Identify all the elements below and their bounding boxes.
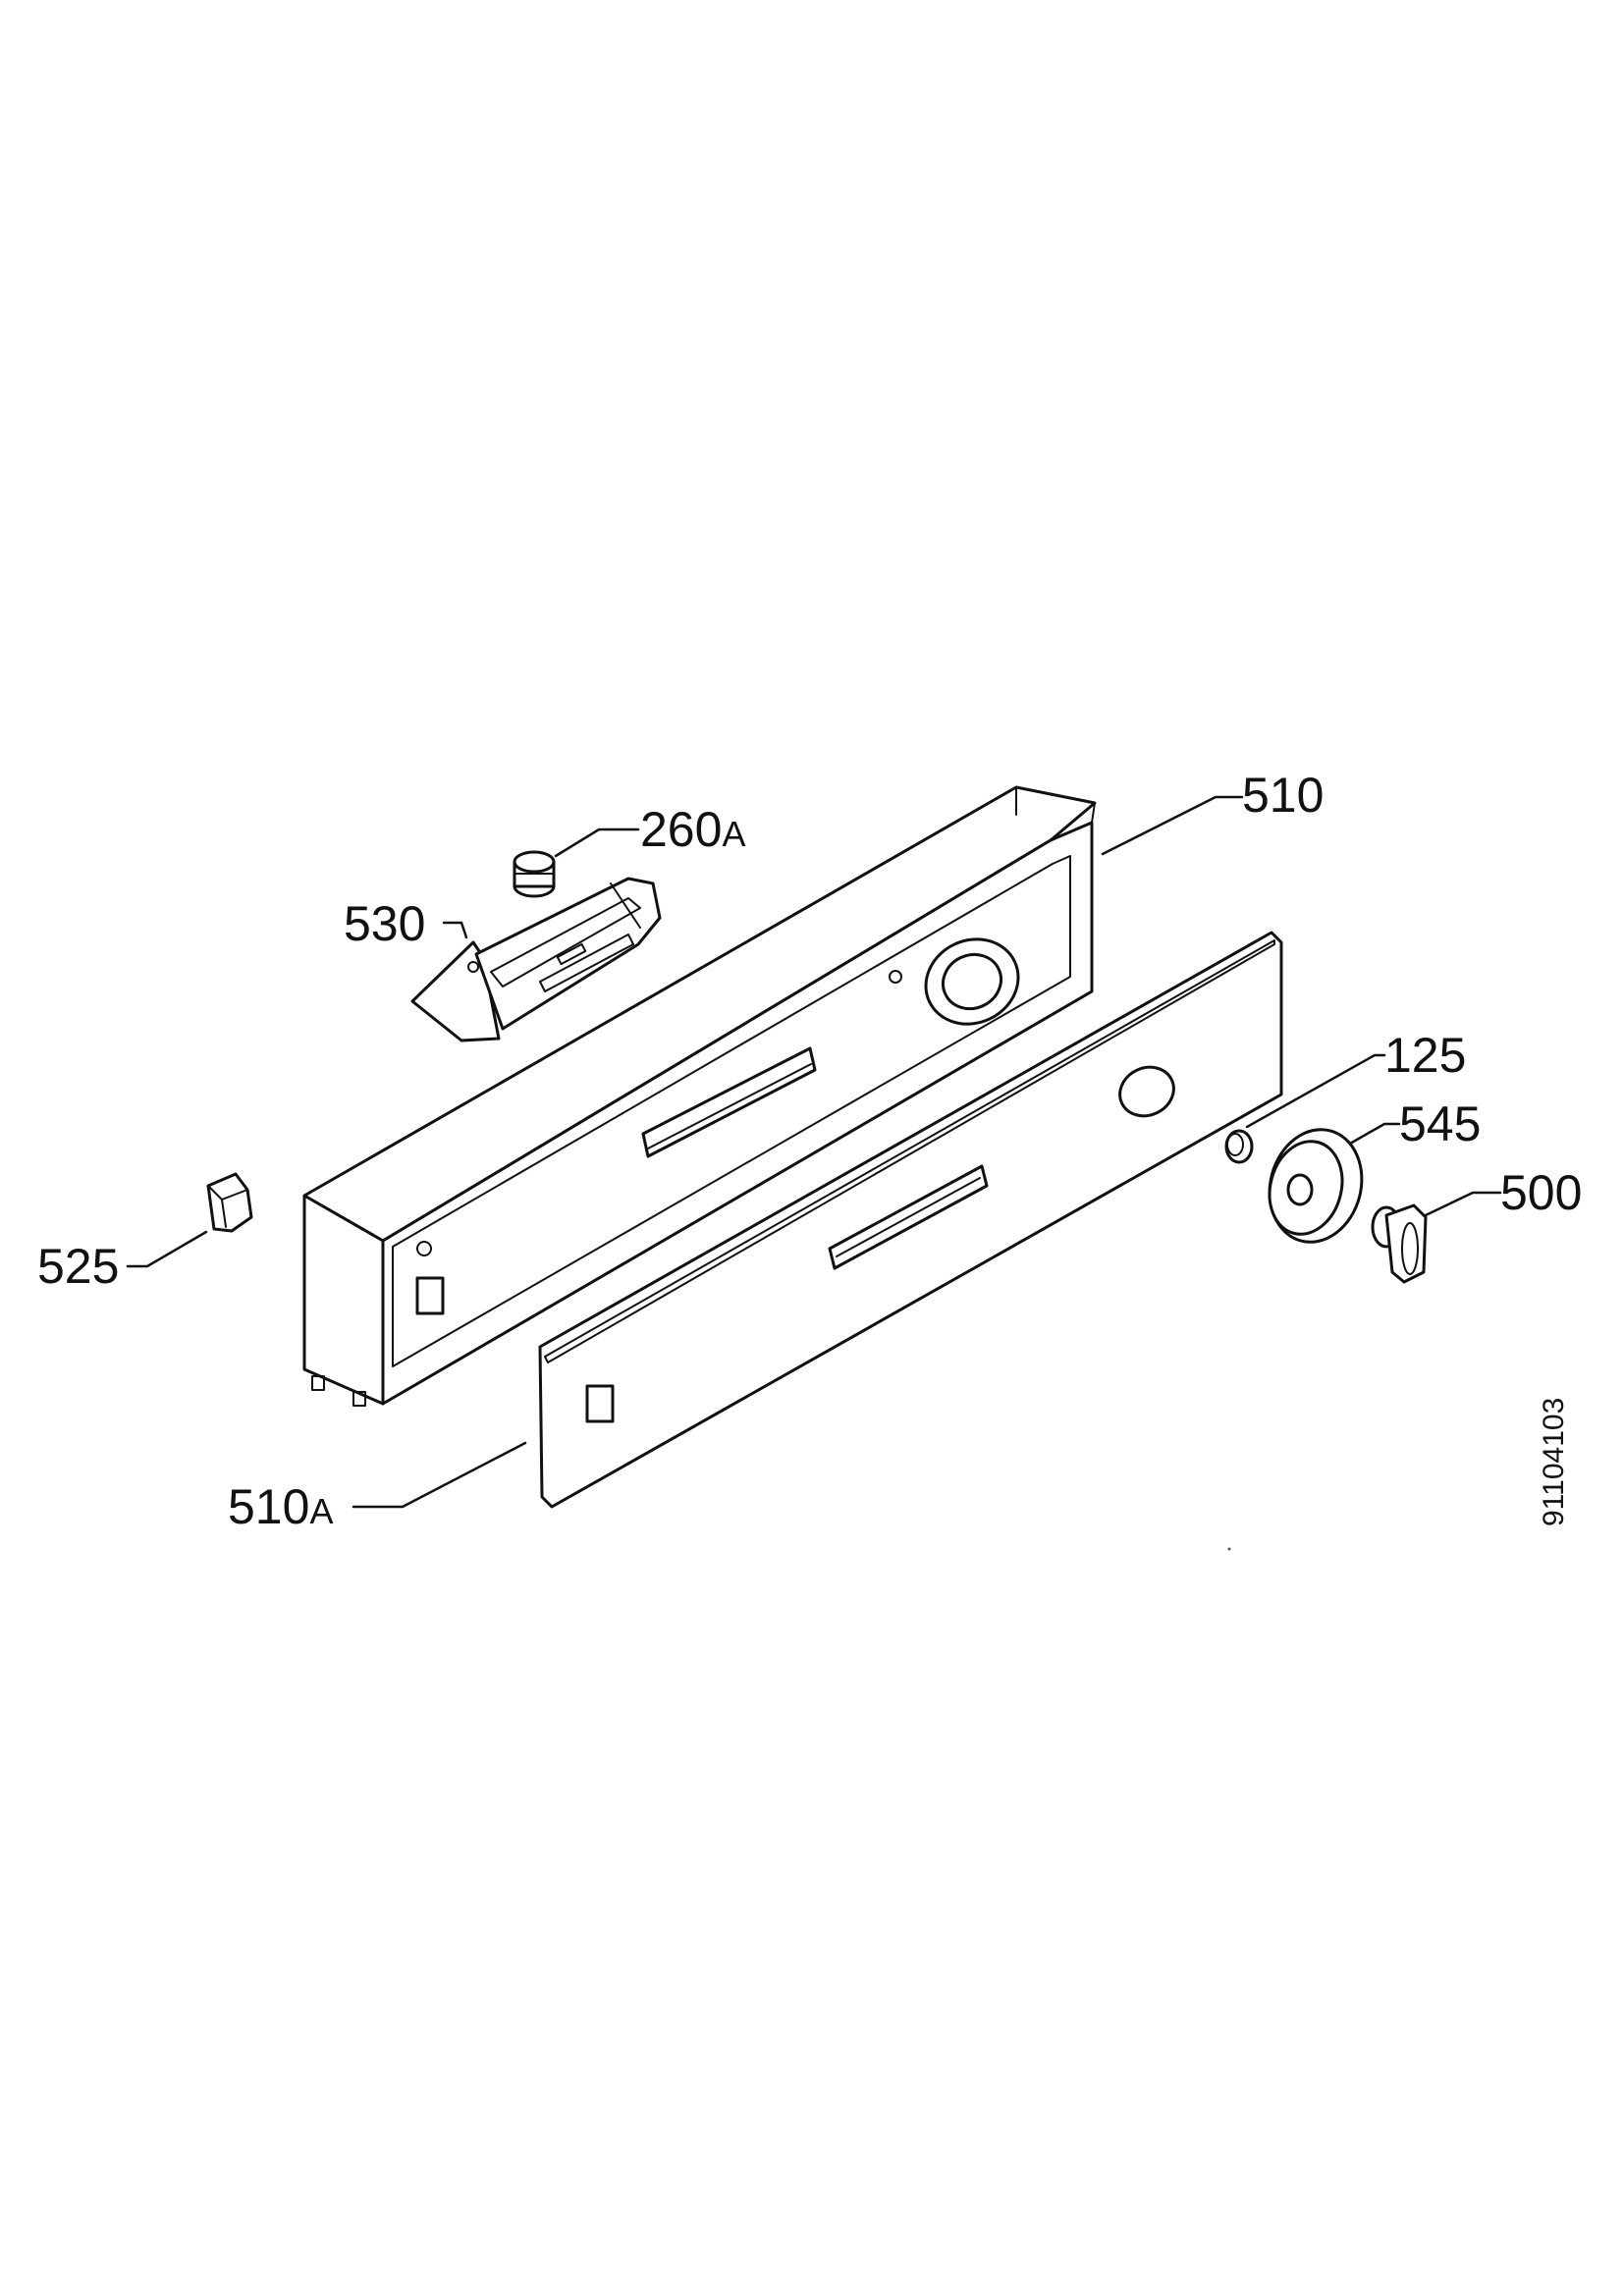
fascia-knob-hole xyxy=(1118,1065,1175,1118)
label-125: 125 xyxy=(1384,1028,1466,1083)
housing-foot xyxy=(352,1391,366,1407)
label-530: 530 xyxy=(344,896,425,951)
bracket-spring xyxy=(610,882,641,929)
part-525-switch-cap xyxy=(206,1172,253,1233)
bushing-top xyxy=(513,850,556,874)
label-510A: 510A xyxy=(228,1479,333,1534)
leader-260A xyxy=(554,828,640,858)
leader-545 xyxy=(1348,1122,1401,1146)
bracket-pin xyxy=(467,961,479,973)
part-260A-bushing xyxy=(513,850,556,898)
label-510: 510 xyxy=(1242,768,1324,823)
housing-led-hole xyxy=(416,1241,432,1256)
switch-cap-body xyxy=(206,1172,253,1233)
housing-switch-opening xyxy=(415,1276,445,1315)
leader-125 xyxy=(1245,1053,1386,1129)
housing-display-slot-inner xyxy=(647,1063,812,1149)
fascia-switch-window xyxy=(585,1384,615,1423)
part-510A-front-fascia xyxy=(538,931,1283,1509)
housing-front-face xyxy=(381,821,1094,1406)
label-500: 500 xyxy=(1500,1165,1582,1220)
housing-inner-frame xyxy=(392,855,1071,1367)
rosette-center xyxy=(1286,1173,1314,1206)
housing-foot xyxy=(311,1375,325,1391)
leader-500 xyxy=(1424,1191,1502,1217)
leader-510A xyxy=(352,1441,527,1509)
document-number: 91104103 xyxy=(1538,1398,1570,1526)
leader-530 xyxy=(442,921,468,939)
label-545: 545 xyxy=(1399,1096,1481,1151)
speck xyxy=(1227,1547,1231,1551)
bracket-rail xyxy=(490,897,641,988)
housing-edge xyxy=(1091,802,1096,824)
part-510-control-panel-housing xyxy=(302,785,1097,1407)
spacer-face xyxy=(1226,1133,1244,1156)
leader-510 xyxy=(1101,795,1244,856)
knob-face xyxy=(1401,1222,1419,1275)
bracket-slot xyxy=(556,942,587,966)
part-530-switch-bracket xyxy=(410,877,662,1042)
leader-525 xyxy=(126,1230,208,1268)
housing-knob-hole-inner xyxy=(942,952,1002,1011)
switch-cap-edge xyxy=(221,1199,227,1228)
fascia-edge xyxy=(544,939,1275,1363)
label-260A: 260A xyxy=(640,802,745,857)
part-500-control-knob xyxy=(1371,1203,1428,1284)
label-525: 525 xyxy=(37,1239,119,1294)
part-125-spacer xyxy=(1224,1129,1254,1164)
bracket-body xyxy=(474,877,662,1031)
housing-small-hole xyxy=(889,970,902,984)
fascia-display-window-inner xyxy=(836,1177,981,1257)
part-545-rosette xyxy=(1268,1128,1364,1244)
bracket-rail-lower xyxy=(539,934,634,992)
